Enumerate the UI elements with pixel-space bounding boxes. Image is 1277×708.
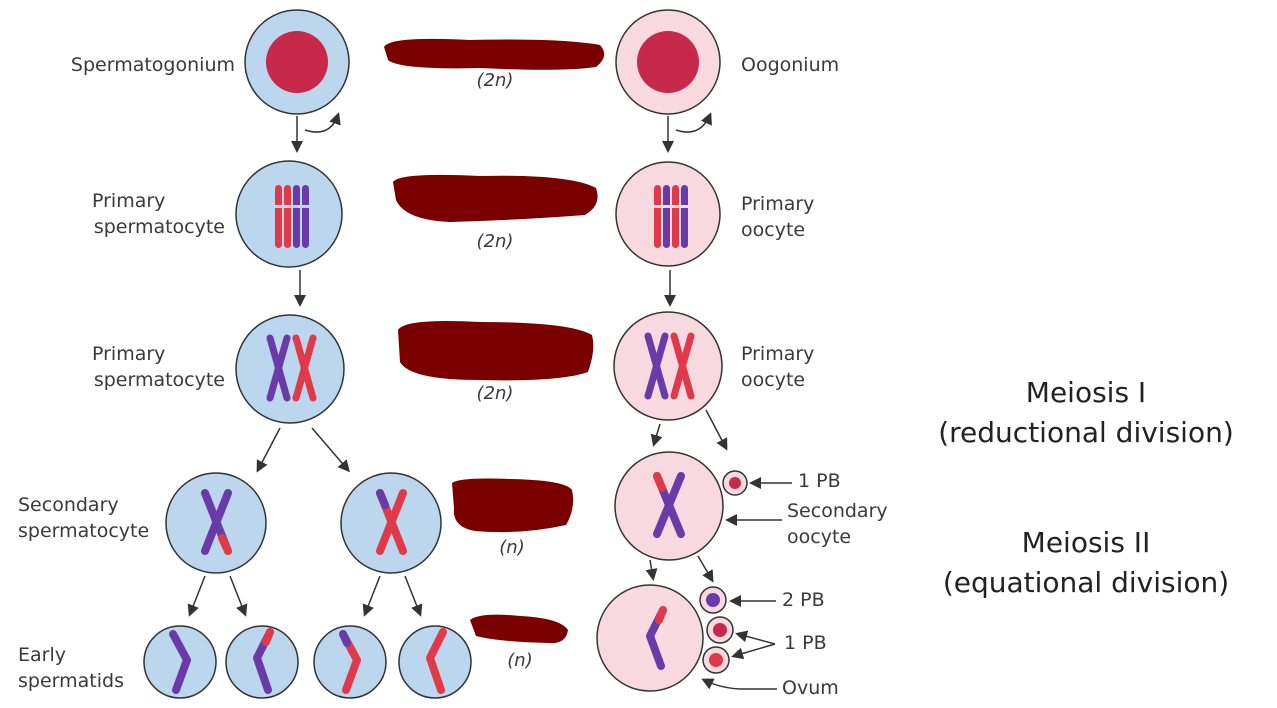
arrow-sec-left-to-spermatid-2 (229, 575, 248, 617)
oogonium-nucleus (637, 31, 699, 93)
primary-spermatocyte-cell-2 (235, 314, 345, 424)
label-meiosis-2: Meiosis II (equational division) (916, 523, 1256, 603)
label-spermatogonium: Spermatogonium (70, 54, 235, 76)
spermatid-4-chromatid (426, 628, 447, 694)
label-early-spermatids-line1: Early (18, 644, 66, 666)
arrow-sec-left-to-spermatid-1 (187, 575, 206, 617)
label-primary-spermatocyte-1-line2: spermatocyte (93, 216, 225, 238)
arrow-sec-right-to-spermatid-3 (362, 575, 381, 617)
spermatid-1 (143, 625, 217, 699)
label-primary-spermatocyte-1: Primary spermatocyte (40, 188, 225, 240)
ploidy-1: (2n) (476, 70, 514, 91)
label-meiosis-1: Meiosis I (reductional division) (916, 373, 1256, 453)
ploidy-2: (2n) (476, 231, 514, 252)
arrow-ovum-label (701, 678, 777, 690)
redaction-1 (384, 38, 605, 70)
meiosis-1-subtitle: (reductional division) (938, 416, 1234, 449)
label-primary-oocyte-1: Primary oocyte (741, 191, 814, 243)
arrow-sec-oocyte-to-pb2 (697, 555, 714, 583)
meiosis-2-title: Meiosis II (1021, 526, 1151, 559)
label-ovum: Ovum (782, 677, 839, 699)
paired-chromosomes-male (273, 185, 311, 248)
label-primary-oocyte-2: Primary oocyte (741, 341, 814, 393)
label-primary-spermatocyte-1-line1: Primary (92, 190, 166, 212)
arrow-sec-right-to-spermatid-4 (404, 575, 423, 617)
paired-chromosomes-female (652, 185, 690, 248)
redaction-3 (398, 321, 594, 381)
label-secondary-spermatocyte: Secondary spermatocyte (18, 492, 168, 544)
label-primary-oocyte-2-line2: oocyte (741, 369, 806, 391)
ploidy-3: (2n) (476, 383, 514, 404)
label-oogonium: Oogonium (741, 54, 840, 76)
crossover-chromosomes-female (644, 332, 695, 400)
label-early-spermatids: Early spermatids (18, 642, 148, 694)
meiosis-2-subtitle: (equational division) (942, 566, 1230, 599)
label-primary-spermatocyte-2-line1: Primary (92, 343, 166, 365)
arrow-oocyte-to-secondary (650, 423, 663, 447)
label-early-spermatids-line2: spermatids (18, 670, 124, 692)
self-renewal-arrow-female (675, 112, 712, 133)
label-1pb-second: 1 PB (784, 632, 827, 654)
label-secondary-spermatocyte-line2: spermatocyte (18, 520, 150, 542)
self-renewal-arrow-male (304, 112, 341, 133)
label-2pb: 2 PB (782, 589, 825, 611)
label-secondary-spermatocyte-line1: Secondary (18, 494, 119, 516)
redaction-5 (470, 614, 568, 644)
arrow-primary-to-secondary-left (256, 427, 281, 473)
arrow-sec-oocyte-to-ovum (645, 559, 658, 581)
arrow-pb1b-label-upper (735, 630, 776, 645)
ploidy-4: (n) (499, 537, 525, 558)
label-primary-spermatocyte-2-line2: spermatocyte (93, 369, 225, 391)
primary-oocyte-cell-2 (613, 311, 723, 421)
label-primary-oocyte-2-line1: Primary (741, 343, 815, 365)
spermatid-1-chromatid (169, 630, 191, 694)
arrow-oocyte-to-pb1 (705, 409, 728, 451)
chromosome-x-secondary-oocyte (653, 472, 685, 538)
arrow-primary-to-secondary-right (311, 427, 350, 473)
label-secondary-oocyte-line1: Secondary (787, 500, 888, 522)
chromosome-x-purple-left (201, 489, 232, 555)
ploidy-5: (n) (507, 650, 533, 671)
label-primary-oocyte-1-line1: Primary (741, 193, 815, 215)
label-secondary-oocyte: Secondary oocyte (787, 498, 888, 550)
label-primary-spermatocyte-2: Primary spermatocyte (40, 341, 225, 393)
redaction-4 (452, 478, 574, 533)
spermatogonium-nucleus (266, 31, 328, 93)
spermatid-3 (313, 625, 387, 699)
label-1pb: 1 PB (798, 470, 841, 492)
label-primary-oocyte-1-line2: oocyte (741, 219, 806, 241)
meiosis-1-title: Meiosis I (1025, 376, 1147, 409)
redaction-marks (384, 38, 605, 644)
crossover-chromosomes-male (266, 334, 317, 402)
arrow-pb1b-label-lower (731, 643, 776, 660)
redaction-2 (393, 174, 598, 222)
label-secondary-oocyte-line2: oocyte (787, 526, 852, 548)
chromosome-x-red-right (376, 489, 407, 555)
